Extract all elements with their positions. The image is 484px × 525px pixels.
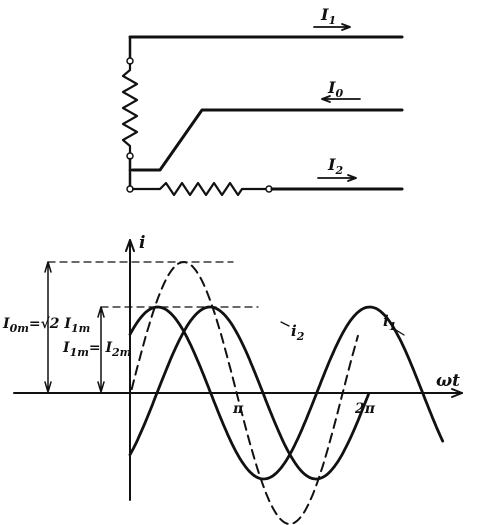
middle-lead	[128, 157, 136, 172]
arrow-right-icon	[313, 23, 351, 31]
y-axis-arrow-icon	[125, 239, 135, 252]
label-i1m-equals: I1m= I2m	[62, 340, 131, 359]
arrow-left-icon	[321, 95, 361, 103]
label-curve-i1: i1	[383, 312, 396, 333]
label-i0m-equals: I0m=√2 I1m	[2, 316, 90, 335]
dimension-arrow-i1m	[97, 306, 105, 393]
label-I1: I1	[320, 5, 336, 27]
y-axis-label: i	[139, 233, 145, 253]
horizontal-resistor	[131, 181, 267, 197]
label-I2: I2	[327, 155, 343, 177]
tick-2pi: 2π	[354, 401, 376, 417]
label-curve-i2: i2	[291, 322, 305, 343]
curve-i2	[128, 305, 370, 481]
leader-i1	[395, 329, 405, 336]
curve-i1	[128, 305, 445, 481]
x-axis-arrow-icon	[451, 388, 463, 398]
vertical-resistor	[121, 62, 139, 154]
middle-wire	[131, 108, 404, 172]
circuit: I1 I0 I2	[121, 5, 404, 197]
curve-i0-dashed	[130, 261, 359, 525]
leader-i2	[280, 321, 290, 327]
arrow-right-icon	[317, 174, 357, 182]
x-axis-label: ωt	[436, 371, 460, 391]
label-I0: I0	[327, 78, 343, 100]
waveform-graph: i ωt π 2π I0m=√2 I1m I1m= I2m i2 i1	[2, 233, 463, 525]
dimension-arrow-i0m	[44, 261, 52, 393]
